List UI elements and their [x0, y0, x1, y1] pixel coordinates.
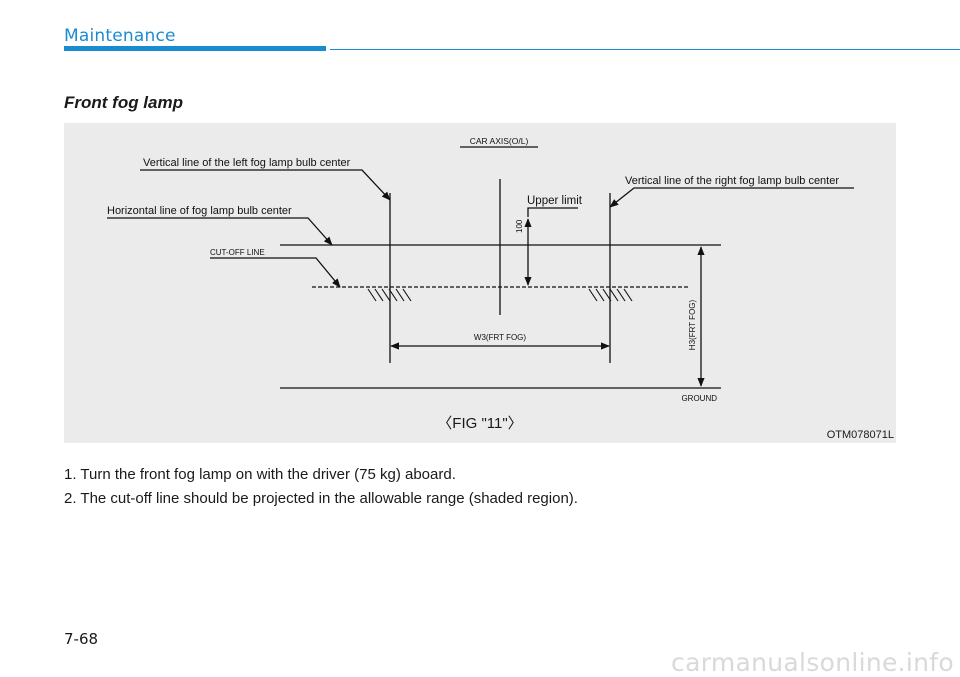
instruction-step-1: 1. Turn the front fog lamp on with the d…: [64, 466, 456, 483]
allowable-range-hatch-right: [588, 288, 633, 302]
width-label: W3(FRT FOG): [474, 333, 526, 342]
car-axis-label: CAR AXIS(O/L): [470, 136, 529, 146]
horizontal-leader: [107, 217, 333, 246]
cutoff-label: CUT-OFF LINE: [210, 248, 265, 257]
instruction-step-2: 2. The cut-off line should be projected …: [64, 490, 578, 507]
left-vertical-label: Vertical line of the left fog lamp bulb …: [143, 157, 351, 169]
allowable-range-hatch-left: [367, 288, 412, 302]
horizontal-label: Horizontal line of fog lamp bulb center: [107, 205, 292, 217]
right-vertical-label: Vertical line of the right fog lamp bulb…: [625, 175, 839, 187]
left-vertical-leader: [140, 169, 391, 201]
figure-caption: 〈FIG "11"〉: [437, 415, 523, 432]
header-section-title: Maintenance: [64, 26, 176, 46]
figure-code: OTM078071L: [826, 429, 894, 441]
section-title: Front fog lamp: [64, 93, 183, 112]
height-label: H3(FRT FOG): [688, 299, 697, 350]
right-vertical-leader: [609, 187, 854, 208]
upper-limit-leader: [527, 207, 578, 217]
page-number: 7-68: [64, 630, 99, 648]
header-accent-bar: [64, 46, 326, 51]
ground-label: GROUND: [681, 394, 717, 403]
fog-lamp-figure: CAR AXIS(O/L) Vertical line of the left …: [64, 123, 896, 443]
cutoff-leader: [210, 257, 341, 288]
fog-lamp-diagram: CAR AXIS(O/L) Vertical line of the left …: [107, 136, 854, 403]
instructions: 1. Turn the front fog lamp on with the d…: [64, 463, 578, 511]
upper-limit-label: Upper limit: [527, 195, 583, 207]
dim-100-label: 100: [515, 219, 524, 233]
watermark: carmanualsonline.info: [671, 648, 954, 677]
header-rule: [330, 49, 960, 50]
